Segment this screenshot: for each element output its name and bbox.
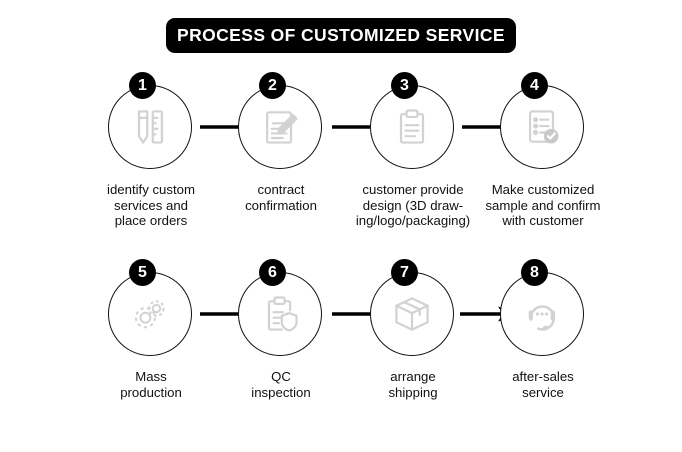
package-box-icon xyxy=(395,297,429,331)
step-2-circle xyxy=(238,85,322,169)
step-7-label: arrange shipping xyxy=(388,369,438,400)
step-1-number-badge: 1 xyxy=(129,72,156,99)
step-7-circle xyxy=(370,272,454,356)
step-1-circle xyxy=(108,85,192,169)
step-7-circle-wrap: 7 xyxy=(370,259,456,358)
step-3-circle-wrap: 3 xyxy=(370,72,456,171)
process-step-5[interactable]: 5 Mass production xyxy=(81,259,221,400)
step-8-circle-wrap: 8 xyxy=(500,259,586,358)
step-5-number-badge: 5 xyxy=(129,259,156,286)
process-step-8[interactable]: 8 after-sales service xyxy=(473,259,613,400)
process-row-2: 5 Mass production 6 xyxy=(0,259,682,452)
step-4-circle-wrap: 4 xyxy=(500,72,586,171)
checklist-check-icon xyxy=(528,110,559,144)
clipboard-icon xyxy=(399,109,425,144)
step-4-circle xyxy=(500,85,584,169)
headset-support-icon xyxy=(528,305,556,331)
step-2-circle-wrap: 2 xyxy=(238,72,324,171)
step-8-label: after-sales service xyxy=(512,369,574,400)
step-2-label: contract confirmation xyxy=(245,182,317,213)
step-8-number-badge: 8 xyxy=(521,259,548,286)
page-title: PROCESS OF CUSTOMIZED SERVICE xyxy=(177,25,505,45)
pencil-ruler-icon xyxy=(137,110,164,144)
step-5-circle-wrap: 5 xyxy=(108,259,194,358)
step-2-number-badge: 2 xyxy=(259,72,286,99)
step-4-number-badge: 4 xyxy=(521,72,548,99)
process-step-7[interactable]: 7 arrange shipping xyxy=(343,259,483,400)
step-5-label: Mass production xyxy=(120,369,182,400)
step-6-label: QC inspection xyxy=(251,369,311,400)
gears-icon xyxy=(134,300,165,329)
step-6-number-badge: 6 xyxy=(259,259,286,286)
step-3-label: customer provide design (3D draw- ing/lo… xyxy=(355,182,471,228)
step-5-circle xyxy=(108,272,192,356)
step-1-circle-wrap: 1 xyxy=(108,72,194,171)
document-pen-icon xyxy=(266,111,298,144)
page-title-banner: PROCESS OF CUSTOMIZED SERVICE xyxy=(166,18,516,53)
clipboard-shield-icon xyxy=(267,296,298,332)
process-step-2[interactable]: 2 contract confirmation xyxy=(211,72,351,213)
step-6-circle-wrap: 6 xyxy=(238,259,324,358)
step-3-number-badge: 3 xyxy=(391,72,418,99)
step-1-label: identify custom services and place order… xyxy=(107,182,195,228)
process-step-4[interactable]: 4 Make customized sample and confirm wit… xyxy=(473,72,613,229)
step-3-circle xyxy=(370,85,454,169)
step-4-label: Make customized sample and confirm with … xyxy=(485,182,601,228)
process-step-6[interactable]: 6 QC inspection xyxy=(211,259,351,400)
process-step-1[interactable]: 1 identify custom services and place ord… xyxy=(81,72,221,229)
step-8-circle xyxy=(500,272,584,356)
process-row-1: 1 identify custom services and place ord… xyxy=(0,72,682,265)
step-7-number-badge: 7 xyxy=(391,259,418,286)
process-step-3[interactable]: 3 customer provide design (3D draw- ing/… xyxy=(343,72,483,229)
step-6-circle xyxy=(238,272,322,356)
